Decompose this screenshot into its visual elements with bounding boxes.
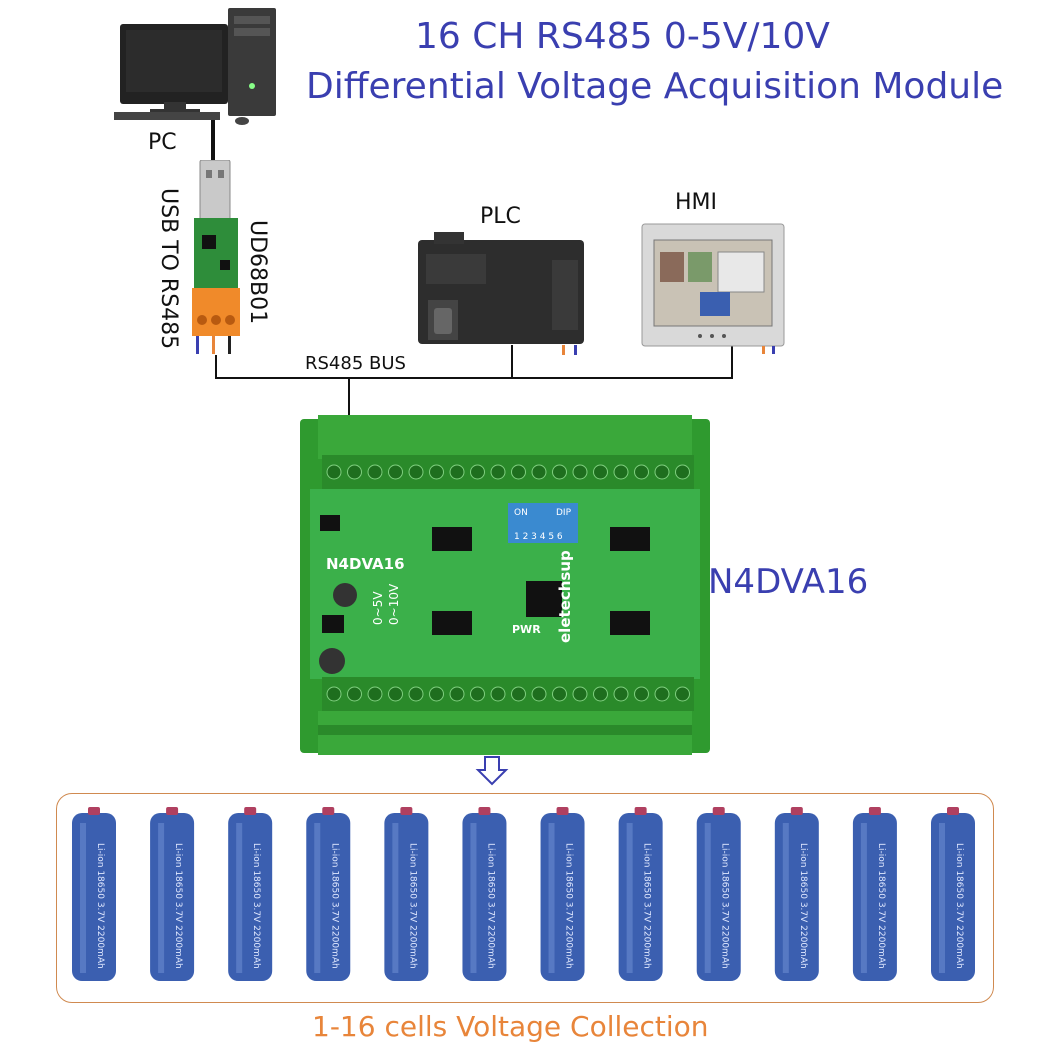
terminal-screw [552,464,567,480]
terminal-screw [326,686,342,702]
terminal-screw [449,464,465,480]
terminal-screw [593,464,608,480]
board-range-a: 0~5V [371,591,385,625]
usb-rs485-converter-icon [192,160,240,354]
terminal-screw [347,464,362,480]
terminal-screw [552,686,567,702]
terminal-screw [347,686,362,702]
terminal-screw [511,464,526,480]
battery-print: Li-ion 18650 3.7V 2200mAh [95,843,105,969]
board-pwr: PWR [512,623,541,636]
battery-cell: Li-ion 18650 3.7V 2200mAh [384,807,429,981]
terminal-screw [613,464,629,480]
terminal-screw [367,686,383,702]
battery-print: Li-ion 18650 3.7V 2200mAh [173,843,183,969]
terminal-screw [572,686,588,702]
battery-print: Li-ion 18650 3.7V 2200mAh [407,843,417,969]
terminal-screw [408,686,424,702]
rs485-bus-line [215,345,733,379]
terminal-screw [572,464,588,480]
terminal-screw [470,686,485,702]
battery-cell: Li-ion 18650 3.7V 2200mAh [618,807,663,981]
battery-print: Li-ion 18650 3.7V 2200mAh [251,843,261,969]
terminal-screw [388,464,403,480]
terminal-screw [367,464,383,480]
terminal-screw [408,464,424,480]
batteries-frame [56,793,994,1003]
terminal-screw [490,464,506,480]
battery-cell: Li-ion 18650 3.7V 2200mAh [774,807,819,981]
hmi-label: HMI [675,190,718,215]
battery-cell: Li-ion 18650 3.7V 2200mAh [150,807,195,981]
terminal-screw [613,686,629,702]
pc-label: PC [148,130,177,155]
hmi-device-icon [641,223,785,354]
terminal-screw [326,464,342,480]
terminal-screw [634,686,649,702]
terminal-screw [511,686,526,702]
batteries-row: Li-ion 18650 3.7V 2200mAh Li-ion 18650 3.… [72,807,975,981]
board-range-b: 0~10V [387,583,401,625]
terminal-screw [634,464,649,480]
n4dva16-board: N4DVA16 0~5V 0~10V eletechsup PWR ON DIP… [300,415,710,755]
pc-computer-icon [114,8,276,125]
battery-cell: Li-ion 18650 3.7V 2200mAh [852,807,897,981]
terminal-screw [449,686,465,702]
terminal-screw [429,464,444,480]
terminal-screw [675,686,690,702]
terminal-screw [654,464,670,480]
battery-print: Li-ion 18650 3.7V 2200mAh [564,843,574,969]
battery-cell: Li-ion 18650 3.7V 2200mAh [306,807,351,981]
battery-print: Li-ion 18650 3.7V 2200mAh [485,843,495,969]
battery-cell: Li-ion 18650 3.7V 2200mAh [540,807,585,981]
board-brand: eletechsup [556,550,574,643]
terminal-screw [675,464,690,480]
battery-cell: Li-ion 18650 3.7V 2200mAh [72,807,116,981]
title-line-1: 16 CH RS485 0-5V/10V [415,16,830,57]
title-line-2: Differential Voltage Acquisition Module [306,66,1004,107]
terminal-screw [490,686,506,702]
battery-print: Li-ion 18650 3.7V 2200mAh [642,843,652,969]
battery-print: Li-ion 18650 3.7V 2200mAh [798,843,808,969]
rs485-bus-label: RS485 BUS [305,353,406,374]
board-dip-on: ON [514,508,528,518]
battery-cell: Li-ion 18650 3.7V 2200mAh [462,807,507,981]
terminal-screw [593,686,608,702]
battery-cell: Li-ion 18650 3.7V 2200mAh [228,807,273,981]
terminal-screw [531,464,547,480]
module-name-label: N4DVA16 [708,562,869,602]
plc-device-icon [418,232,584,355]
board-dip-numbers: 1 2 3 4 5 6 [514,532,563,542]
footer-caption: 1-16 cells Voltage Collection [312,1010,709,1043]
terminal-screw [470,464,485,480]
battery-print: Li-ion 18650 3.7V 2200mAh [720,843,730,969]
board-dip-label: DIP [556,508,572,518]
battery-print: Li-ion 18650 3.7V 2200mAh [329,843,339,969]
battery-cell: Li-ion 18650 3.7V 2200mAh [696,807,741,981]
board-silk-name: N4DVA16 [326,555,405,573]
battery-cell: Li-ion 18650 3.7V 2200mAh [931,807,975,981]
terminal-screw [429,686,444,702]
down-arrow-icon [475,756,509,786]
converter-label-left: USB TO RS485 [156,188,181,350]
battery-print: Li-ion 18650 3.7V 2200mAh [876,843,886,969]
terminal-screw [531,686,547,702]
converter-label-right: UD68B01 [245,220,270,325]
top-terminal-block [322,455,694,489]
terminal-screw [654,686,670,702]
terminal-screw [388,686,403,702]
plc-label: PLC [480,204,521,229]
battery-print: Li-ion 18650 3.7V 2200mAh [954,843,964,969]
